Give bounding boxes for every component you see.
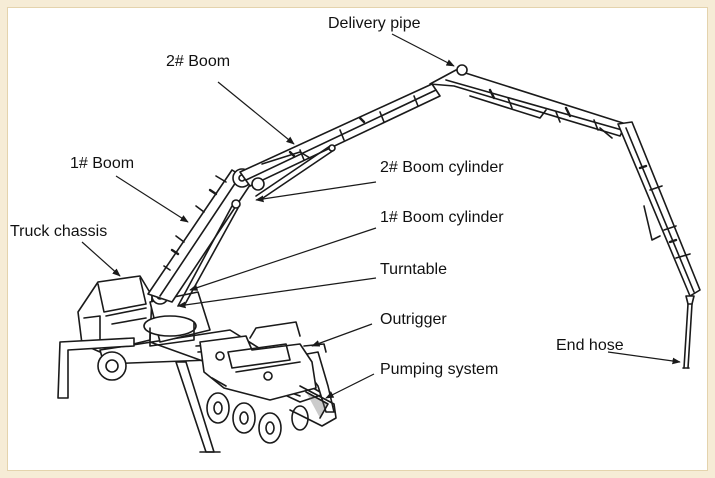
pumping-system-unit (199, 321, 337, 427)
boom-section-4 (617, 121, 701, 297)
leader-arrows (81, 33, 681, 399)
arrow-boom-1 (115, 175, 189, 223)
label-boom-1-cylinder: 1# Boom cylinder (380, 209, 504, 226)
label-pumping-system: Pumping system (380, 361, 498, 378)
delivery-pipe-clamps (170, 88, 678, 256)
arrow-boom-1-cylinder (189, 227, 377, 291)
diagram-panel (8, 8, 707, 470)
end-hose (682, 295, 695, 369)
label-boom-2: 2# Boom (166, 53, 230, 70)
label-boom-2-cylinder: 2# Boom cylinder (380, 159, 504, 176)
arrow-boom-2-cylinder (255, 181, 377, 203)
arrow-end-hose (607, 351, 681, 365)
boom-2-cylinder (255, 144, 336, 201)
truck-illustration (57, 64, 701, 453)
boom-section-1 (147, 168, 253, 303)
arrow-outrigger (311, 323, 373, 347)
arrow-boom-2 (217, 81, 295, 145)
label-turntable: Turntable (380, 261, 447, 278)
arrow-pumping-system (325, 373, 375, 399)
label-end-hose: End hose (556, 337, 624, 354)
boom-section-3 (429, 64, 627, 139)
boom-section-2 (239, 83, 441, 191)
arrow-turntable (177, 277, 377, 309)
label-delivery-pipe: Delivery pipe (328, 15, 421, 32)
label-boom-1: 1# Boom (70, 155, 134, 172)
arrow-delivery-pipe (391, 33, 455, 67)
arrow-truck-chassis (81, 241, 121, 277)
part-labels: Delivery pipe 2# Boom 1# Boom Truck chas… (10, 15, 624, 378)
label-outrigger: Outrigger (380, 311, 447, 328)
label-truck-chassis: Truck chassis (10, 223, 107, 240)
truck-wheels (97, 351, 309, 444)
